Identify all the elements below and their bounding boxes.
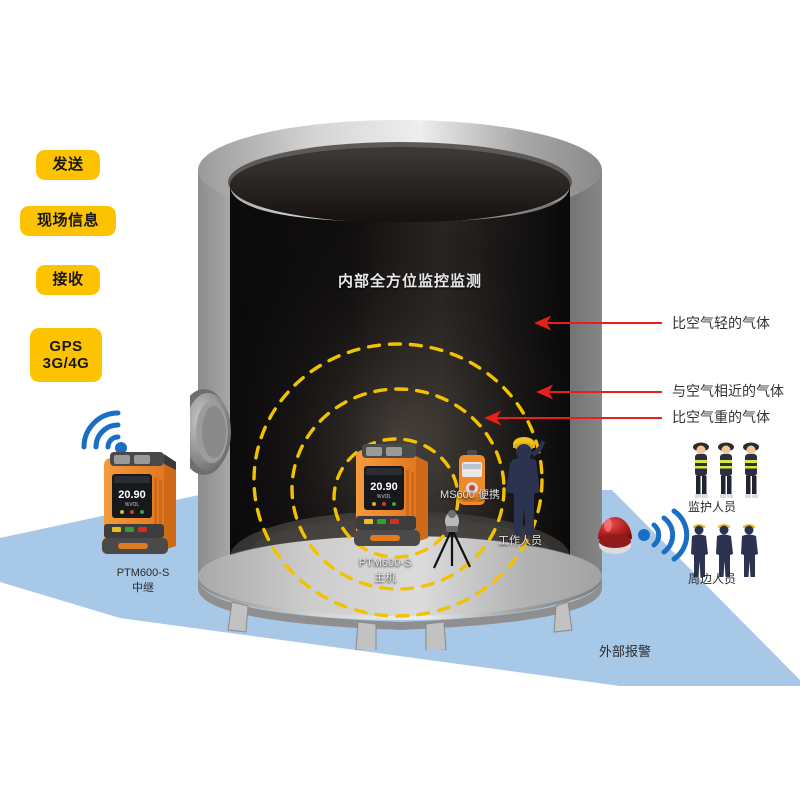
- badge-site-info[interactable]: 现场信息: [20, 206, 116, 236]
- label-lighter-than-air: 比空气轻的气体: [672, 315, 770, 331]
- device-ptm600s-host[interactable]: 20.90 %VOL: [352, 440, 436, 556]
- caption-worker-inside: 工作人员: [498, 535, 542, 547]
- caption-surrounding: 周边人员: [687, 572, 736, 586]
- caption-host: PTM600-S 主机: [330, 556, 440, 586]
- relay-display-value: 20.90: [118, 489, 146, 501]
- caption-host-model: PTM600-S: [358, 557, 412, 569]
- caption-guards: 监护人员: [687, 500, 736, 514]
- caption-host-role: 主机: [374, 571, 396, 584]
- caption-external-alarm: 外部报警: [598, 644, 651, 659]
- tank-manway: [190, 389, 231, 475]
- person-worker-inside: [506, 437, 545, 536]
- caption-relay: PTM600-S 中继: [88, 566, 198, 596]
- alarm-beacon-icon: [598, 517, 632, 554]
- tank-interior-title: 内部全方位监控监测: [337, 273, 482, 290]
- badge-gps-line1: GPS: [49, 337, 83, 355]
- relay-signal-icon: [81, 410, 127, 454]
- label-similar-to-air: 与空气相近的气体: [672, 383, 784, 399]
- host-display-value: 20.90: [370, 481, 398, 493]
- label-heavier-than-air: 比空气重的气体: [672, 409, 770, 425]
- caption-relay-role: 中继: [132, 581, 154, 594]
- people-surrounding: [691, 524, 758, 577]
- people-guards: [693, 442, 759, 498]
- caption-relay-model: PTM600-S: [116, 567, 170, 579]
- svg-text:%VOL: %VOL: [125, 502, 140, 508]
- alarm-signal-icon: [638, 508, 690, 562]
- badge-gps-line2: 3G/4G: [42, 355, 90, 372]
- badge-receive[interactable]: 接收: [36, 265, 100, 295]
- device-ms600-portable[interactable]: [456, 450, 490, 510]
- caption-ms600: MS600 便携: [440, 489, 500, 501]
- badge-gps[interactable]: GPS 3G/4G: [30, 328, 102, 382]
- svg-text:%VOL: %VOL: [377, 494, 392, 500]
- badge-send[interactable]: 发送: [36, 150, 100, 180]
- device-ptm600s-relay[interactable]: 20.90 %VOL: [100, 448, 184, 564]
